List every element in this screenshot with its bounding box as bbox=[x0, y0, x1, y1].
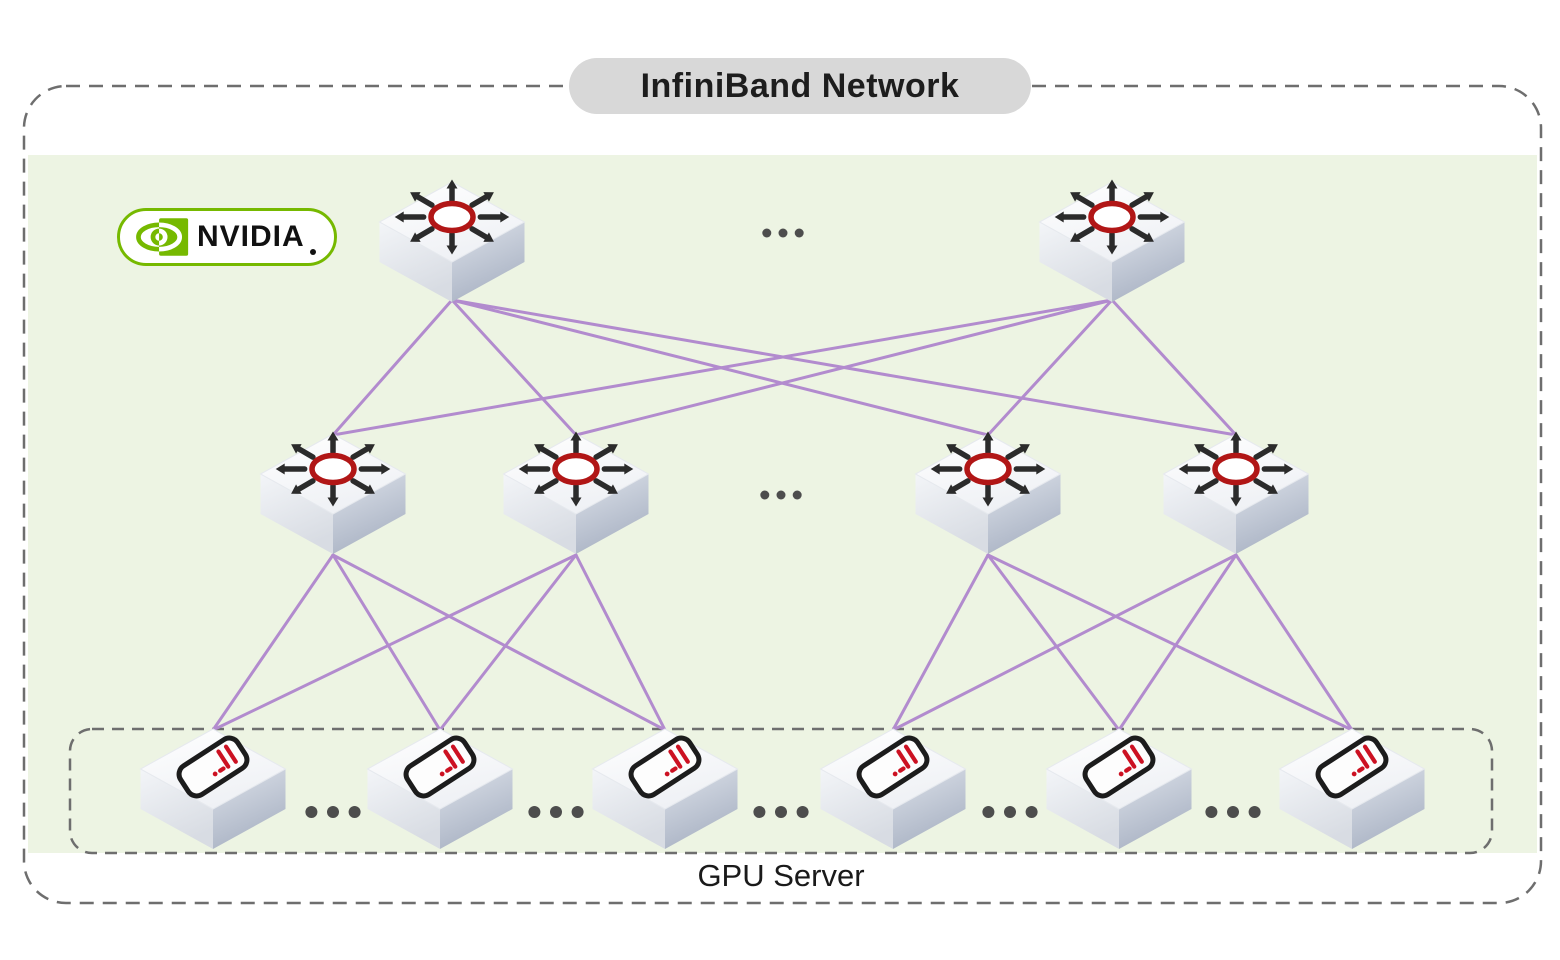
gpu-server-icon bbox=[628, 735, 702, 799]
ib-link-leaf-server bbox=[986, 553, 1354, 732]
network-title: InfiniBand Network bbox=[640, 66, 960, 105]
ib-link-leaf-server bbox=[211, 553, 335, 732]
ellipsis bbox=[762, 228, 804, 238]
leaf-switch-2 bbox=[502, 431, 650, 554]
ib-link-leaf-server bbox=[891, 553, 990, 732]
ib-link-leaf-server bbox=[438, 553, 578, 732]
gpu-server-icon bbox=[403, 735, 477, 799]
switch-fabric-icon bbox=[930, 431, 1046, 507]
spine-switch-1 bbox=[378, 179, 526, 302]
gpu-server-6 bbox=[1278, 728, 1426, 849]
gpu-server-group-boundary bbox=[68, 727, 1494, 855]
ib-link-leaf-server bbox=[891, 553, 1238, 732]
ib-link-leaf-server bbox=[986, 553, 1121, 732]
gpu-server-icon bbox=[1082, 735, 1156, 799]
gpu-server-label: GPU Server bbox=[697, 858, 865, 893]
network-links bbox=[211, 298, 1354, 732]
switch-fabric-icon bbox=[275, 431, 391, 507]
ib-link-leaf-server bbox=[331, 553, 442, 732]
ib-link-spine-leaf bbox=[986, 298, 1114, 437]
gpu-server-icon bbox=[176, 735, 250, 799]
nvidia-logo: NVIDIA bbox=[117, 208, 337, 266]
switch-fabric-icon bbox=[1178, 431, 1294, 507]
ellipsis bbox=[760, 490, 802, 500]
switch-fabric-icon bbox=[394, 179, 510, 255]
nvidia-registered-dot bbox=[309, 249, 316, 255]
ib-link-leaf-server bbox=[1234, 553, 1354, 732]
ib-link-leaf-server bbox=[1117, 553, 1238, 732]
gpu-server-icon bbox=[1315, 735, 1389, 799]
ellipsis bbox=[305, 806, 361, 818]
gpu-server-4 bbox=[819, 728, 967, 849]
ib-link-leaf-server bbox=[574, 553, 667, 732]
ib-link-leaf-server bbox=[211, 553, 578, 732]
leaf-switch-3 bbox=[914, 431, 1062, 554]
ellipsis bbox=[528, 806, 584, 818]
leaf-switch-1 bbox=[259, 431, 407, 554]
ib-link-leaf-server bbox=[331, 553, 667, 732]
network-title-pill: InfiniBand Network bbox=[569, 58, 1031, 114]
ellipsis bbox=[982, 806, 1038, 818]
ellipsis bbox=[753, 806, 809, 818]
gpu-server-5 bbox=[1045, 728, 1193, 849]
switch-fabric-icon bbox=[518, 431, 634, 507]
ib-link-spine-leaf bbox=[574, 298, 1114, 437]
switch-fabric-icon bbox=[1054, 179, 1170, 255]
gpu-server-1 bbox=[139, 728, 287, 849]
gpu-server-2 bbox=[366, 728, 514, 849]
ib-link-spine-leaf bbox=[450, 298, 578, 437]
ellipsis bbox=[1205, 806, 1261, 818]
ib-link-spine-leaf bbox=[331, 298, 1114, 437]
leaf-switch-4 bbox=[1162, 431, 1310, 554]
nvidia-eye-icon bbox=[136, 218, 189, 256]
gpu-server-3 bbox=[591, 728, 739, 849]
ib-link-spine-leaf bbox=[331, 298, 454, 437]
ib-link-spine-leaf bbox=[1110, 298, 1238, 437]
nvidia-wordmark: NVIDIA bbox=[197, 220, 305, 253]
gpu-server-icon bbox=[856, 735, 930, 799]
spine-switch-2 bbox=[1038, 179, 1186, 302]
